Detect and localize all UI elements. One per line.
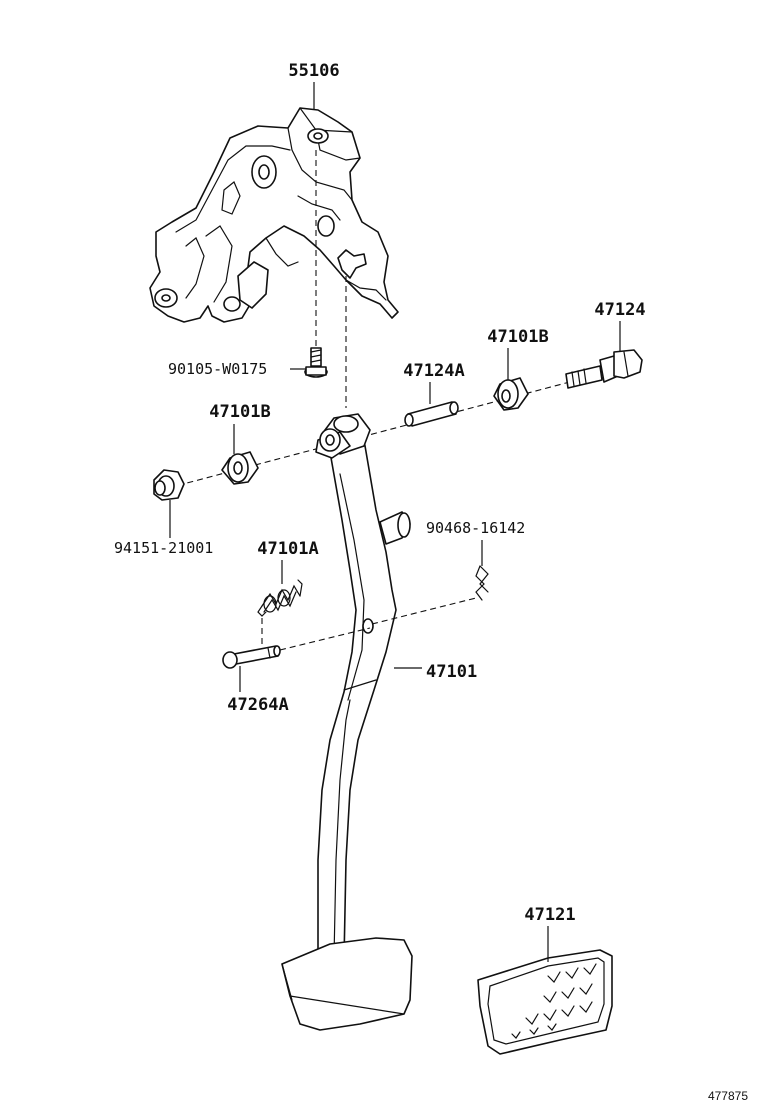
label-clip: 90468-16142	[426, 519, 525, 537]
clip	[475, 565, 489, 601]
pedal-bracket	[149, 107, 399, 323]
label-pedal-pad: 47121	[524, 905, 575, 925]
guide-pin	[279, 627, 371, 651]
pedal-pad	[477, 949, 613, 1055]
guide-clip	[371, 597, 477, 625]
bush-right	[493, 377, 529, 411]
bracket-bolt	[304, 347, 328, 378]
pedal-foot-plate	[281, 937, 413, 1031]
label-bush-right: 47101B	[487, 327, 548, 347]
pivot-bolt	[565, 349, 643, 389]
pad-tread	[511, 963, 597, 1039]
flange-nut	[153, 469, 185, 501]
label-collar: 47124A	[403, 361, 464, 381]
label-spring: 47101A	[257, 539, 318, 559]
return-spring	[257, 579, 303, 617]
label-pedal-arm: 47101	[426, 662, 477, 682]
reference-number: 477875	[708, 1089, 748, 1103]
label-nut: 94151-21001	[114, 539, 213, 557]
label-pivot-bolt: 47124	[594, 300, 645, 320]
label-pin: 47264A	[227, 695, 288, 715]
label-bracket: 55106	[288, 61, 339, 81]
bush-left	[221, 451, 259, 485]
label-bracket-bolt: 90105-W0175	[168, 360, 267, 378]
collar	[404, 401, 459, 427]
spring-pin	[222, 645, 281, 669]
label-bush-left: 47101B	[209, 402, 270, 422]
pedal-arm	[315, 413, 411, 963]
